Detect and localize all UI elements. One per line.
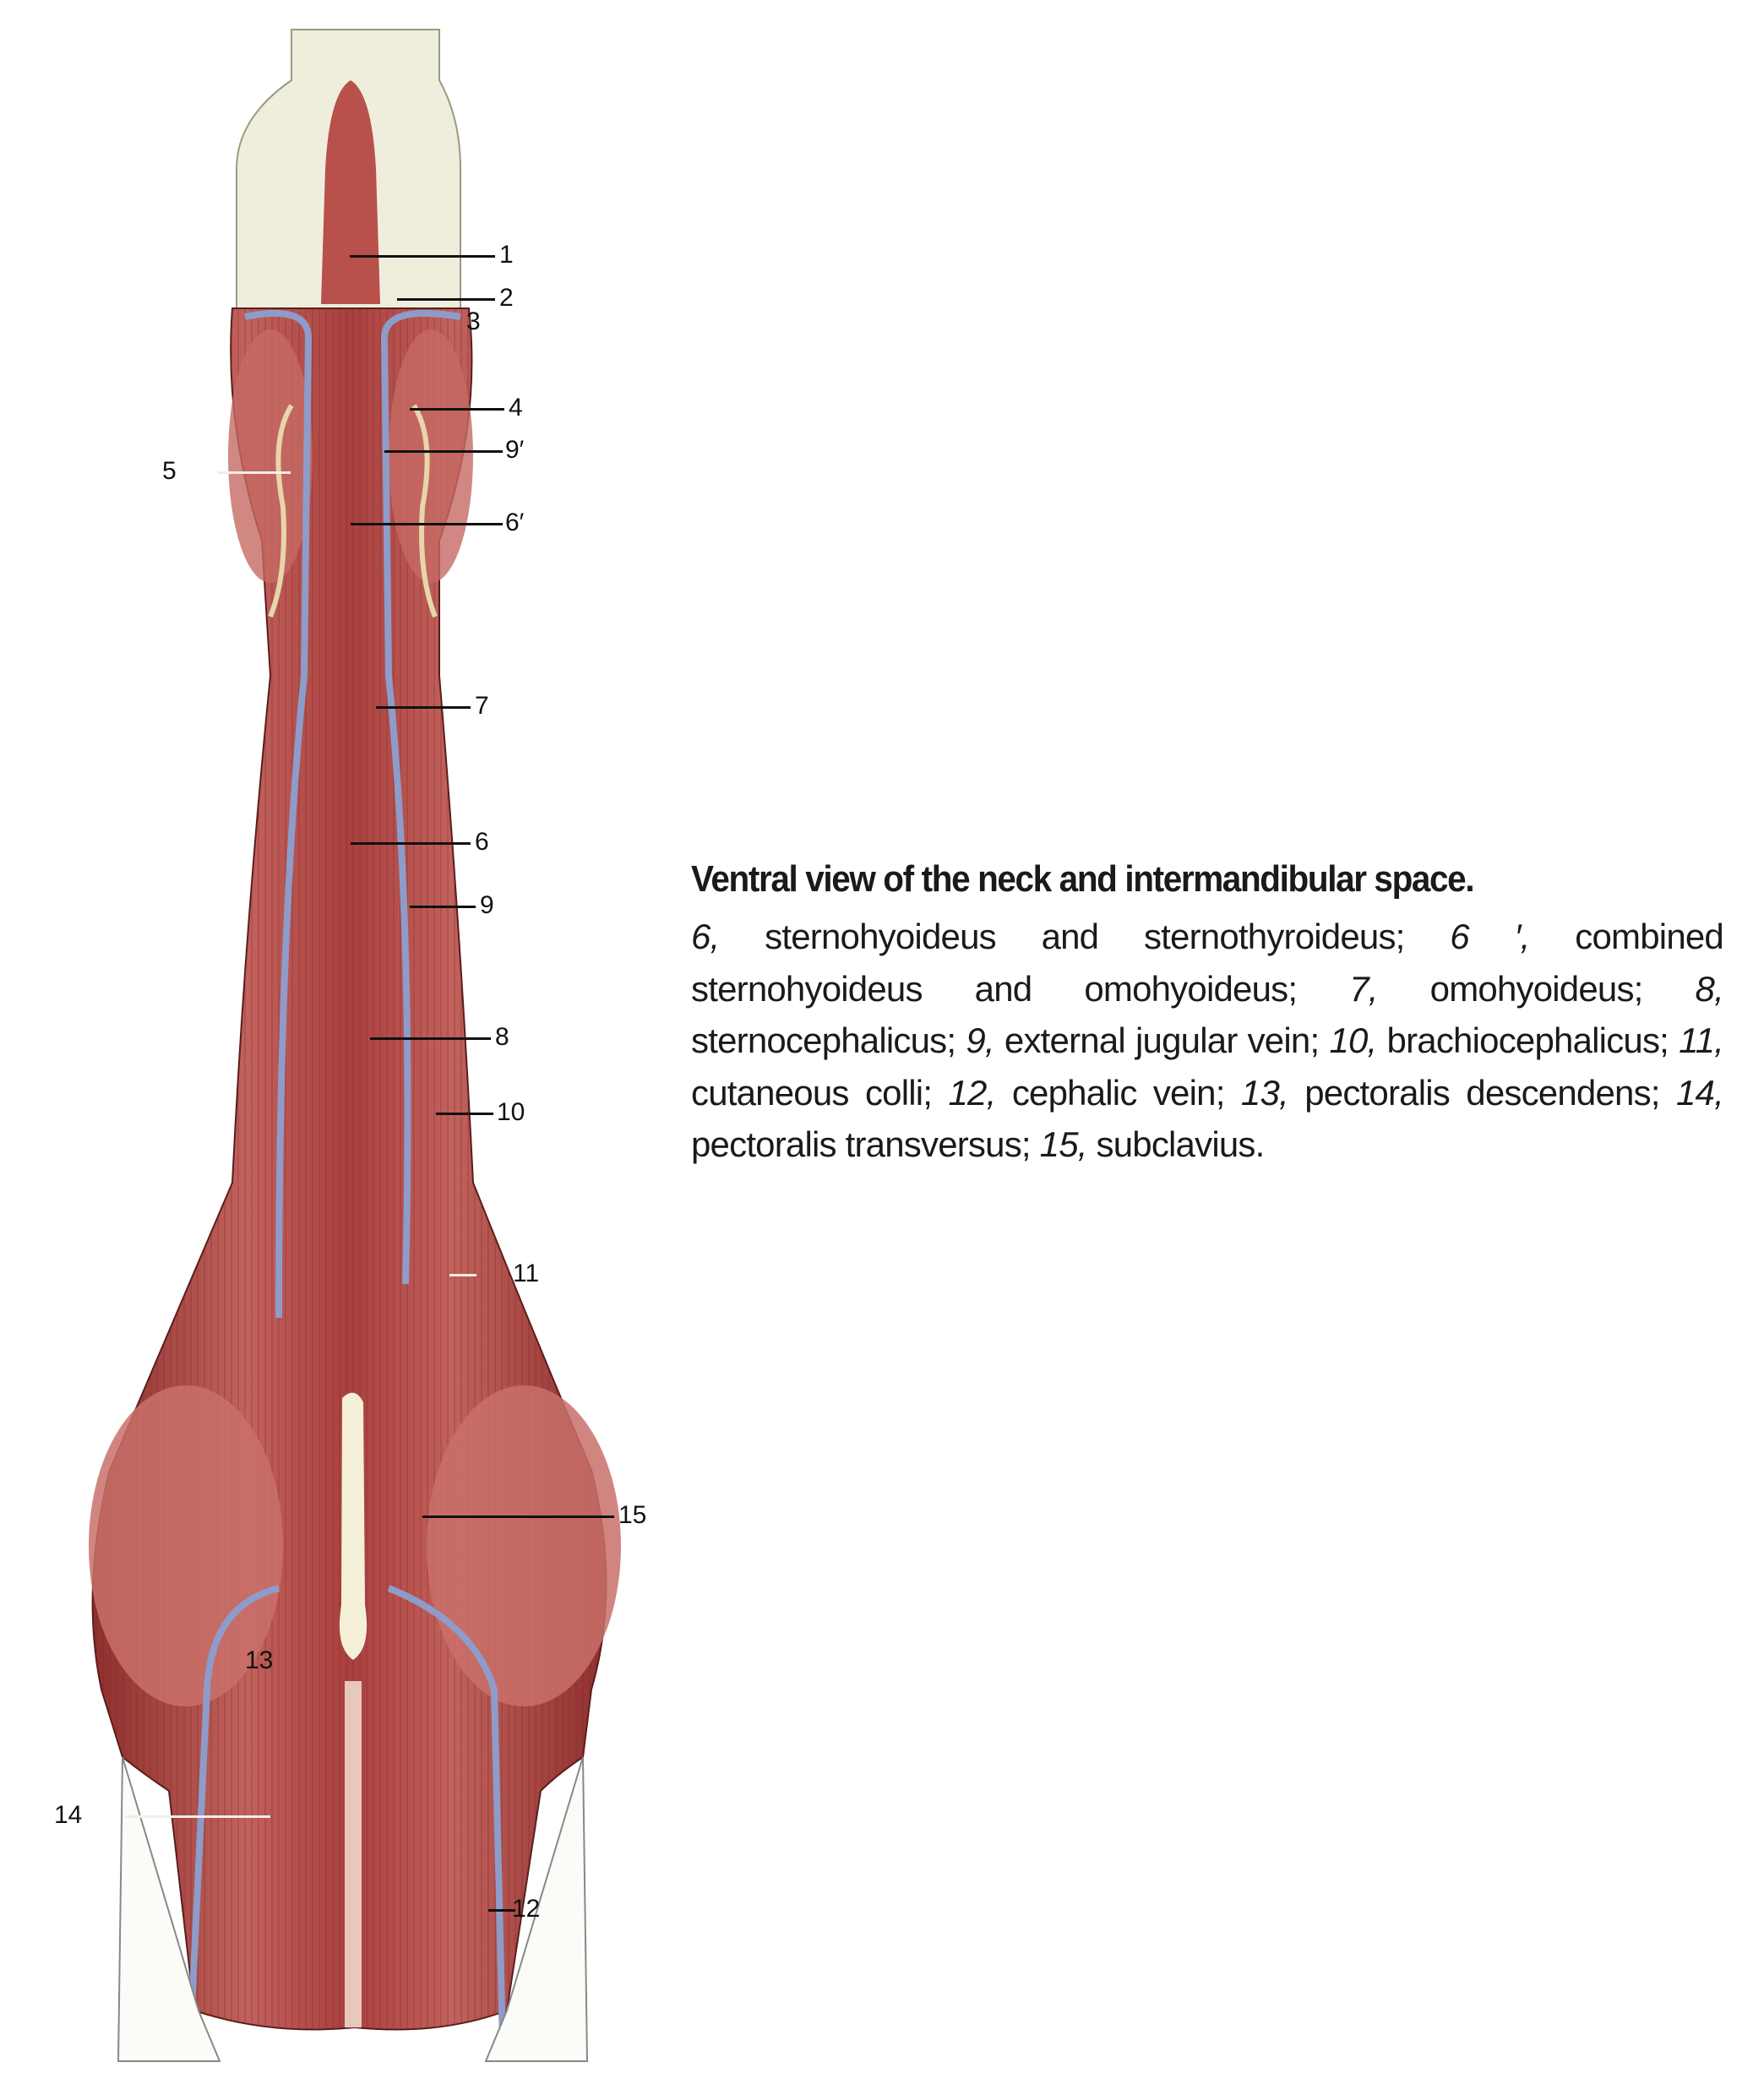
label-15: 15 (618, 1501, 647, 1529)
label-14: 14 (54, 1801, 83, 1829)
label-4: 4 (509, 394, 523, 422)
caption-item-number: 8, (1695, 968, 1724, 1009)
caption-item-text: pectoralis transversus; (691, 1124, 1040, 1164)
label-1: 1 (499, 241, 514, 269)
leader-15 (422, 1515, 614, 1518)
leader-12 (488, 1909, 515, 1912)
caption-item-text: sternohyoideus and sternothyroideus; (719, 917, 1451, 956)
leader-8 (370, 1037, 491, 1040)
label-6: 6 (475, 828, 489, 856)
caption-item-number: 9, (966, 1020, 994, 1060)
caption-item-text: combined sternohyoideus and omohyoideus; (691, 917, 1724, 1009)
caption-item-text: subclavius. (1086, 1124, 1266, 1164)
label-9-prime: 9′ (505, 436, 525, 464)
shoulder-right (427, 1385, 621, 1706)
caption-item-text: omohyoideus; (1377, 968, 1696, 1009)
leg-right (484, 1756, 589, 2062)
caption-item-number: 14, (1676, 1072, 1724, 1113)
label-8: 8 (495, 1023, 509, 1051)
caption-item-text: cephalic vein; (995, 1072, 1241, 1113)
anatomy-illustration: 1 2 3 4 9′ 5 6′ 7 6 9 8 10 11 15 13 14 1… (0, 0, 693, 2091)
leader-6 (351, 842, 471, 845)
caption-item-number: 11, (1679, 1020, 1724, 1060)
caption-item-text: pectoralis descendens; (1288, 1072, 1676, 1113)
label-5: 5 (162, 457, 177, 485)
caption-item-number: 12, (948, 1072, 997, 1113)
caption-item-number: 7, (1349, 968, 1378, 1009)
cephalic-vein-right (387, 1585, 506, 2045)
caption-item-number: 6 ′, (1450, 917, 1530, 956)
cephalic-vein-left (187, 1585, 280, 2045)
leader-5 (218, 471, 291, 474)
leader-7 (376, 706, 471, 709)
caption-item-number: 13, (1240, 1072, 1289, 1113)
leader-6p (351, 523, 503, 525)
leader-1 (350, 255, 495, 258)
nerve-left (268, 404, 294, 618)
jugular-vein-right (380, 309, 461, 1285)
caption-item-text: external jugular vein; (994, 1020, 1330, 1060)
leader-11 (449, 1274, 476, 1276)
label-11: 11 (513, 1260, 540, 1287)
leader-14 (125, 1815, 270, 1818)
caption-item-text: sternocephalicus; (691, 1020, 966, 1060)
shoulder-left (89, 1385, 283, 1706)
caption-item-number: 15, (1039, 1124, 1088, 1164)
masseter-right (389, 329, 473, 583)
nerve-right (411, 404, 438, 618)
label-13: 13 (245, 1646, 274, 1674)
intermandibular-muscle (321, 80, 380, 304)
caption-item-text: brachioce­phalicus; (1376, 1020, 1680, 1060)
caption-item-text: cutaneous colli; (691, 1072, 949, 1113)
masseter-left (228, 329, 313, 583)
label-6-prime: 6′ (505, 509, 525, 536)
caption-body: 6, sternohyoideus and sternothyroideus; … (691, 911, 1724, 1171)
neck-ventral-view-drawing (89, 29, 621, 2062)
leader-9 (410, 906, 476, 908)
sternum-manubrium (339, 1392, 368, 1660)
label-9: 9 (480, 891, 494, 919)
leader-9p (384, 450, 503, 453)
caption-title: Ventral view of the neck and intermandib… (691, 858, 1475, 900)
leader-2 (397, 298, 495, 301)
leader-10 (436, 1113, 493, 1115)
label-10: 10 (497, 1098, 525, 1126)
caption-item-number: 10, (1329, 1020, 1377, 1060)
leg-left (117, 1756, 221, 2062)
label-7: 7 (475, 692, 489, 720)
label-3: 3 (466, 307, 481, 335)
leader-4 (410, 408, 504, 411)
label-2: 2 (499, 284, 514, 312)
figure-caption: Ventral view of the neck and intermandib… (691, 853, 1724, 1171)
jugular-vein-left (244, 309, 313, 1319)
caption-item-number: 6, (691, 917, 720, 956)
label-12: 12 (512, 1895, 541, 1923)
